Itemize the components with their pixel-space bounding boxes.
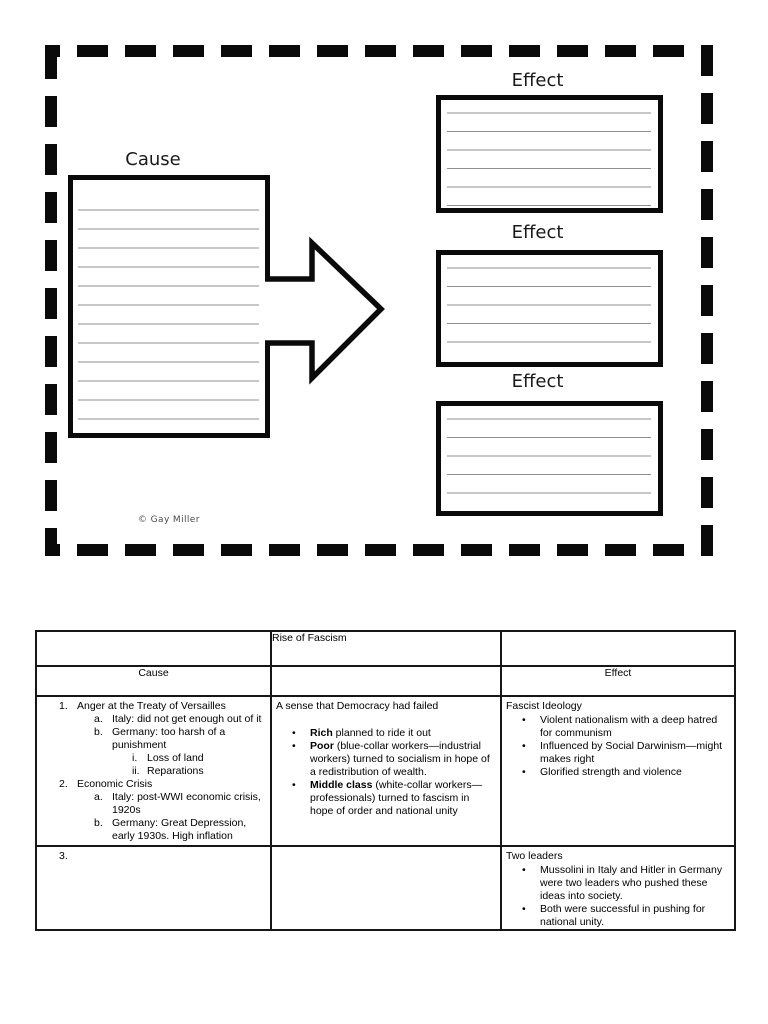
list-item: 1.Anger at the Treaty of Versailles — [59, 700, 226, 712]
bullet-icon — [522, 864, 540, 877]
bullet-icon — [292, 727, 310, 740]
cause-box-label: Cause — [125, 149, 181, 170]
list-item: Mussolini in Italy and Hitler in Germany… — [502, 864, 734, 903]
table-row: 1.Anger at the Treaty of Versailles a.It… — [35, 695, 736, 847]
bullet-icon — [522, 714, 540, 727]
effect-writing-box-3 — [436, 401, 663, 516]
cause-cell: 1.Anger at the Treaty of Versailles a.It… — [35, 695, 272, 847]
list-item: Violent nationalism with a deep hatred f… — [502, 714, 734, 740]
list-item: i.Loss of land — [132, 752, 204, 764]
cell-heading: Two leaders — [506, 850, 563, 862]
effect-writing-box-2 — [436, 250, 663, 367]
effect-box-label-1: Effect — [511, 70, 564, 91]
empty-cell — [35, 630, 272, 667]
bullet-icon — [522, 903, 540, 916]
copyright-watermark: © Gay Miller — [138, 515, 200, 525]
ruled-lines — [447, 100, 651, 206]
list-item: 2.Economic Crisis — [59, 778, 153, 790]
cell-heading: Fascist Ideology — [506, 700, 582, 712]
ruled-lines — [447, 406, 651, 509]
cause-to-effect-arrow-icon — [265, 236, 385, 385]
list-item: a.Italy: did not get enough out of it — [94, 713, 262, 725]
effect-column-header: Effect — [500, 665, 736, 697]
title-row: Rise of Fascism — [35, 630, 736, 667]
table-row: 3. Two leaders Mussolini in Italy and Hi… — [35, 845, 736, 931]
empty-cell — [500, 630, 736, 667]
list-item: Middle class (white-collar workers—profe… — [272, 779, 500, 818]
effect-cell: Fascist Ideology Violent nationalism wit… — [500, 695, 736, 847]
bullet-icon — [522, 766, 540, 779]
ruled-lines — [78, 197, 259, 430]
list-item: b.Germany: too harsh of a punishment — [94, 726, 226, 751]
cause-column-header: Cause — [35, 665, 272, 697]
effect-box-label-3: Effect — [511, 371, 564, 392]
bullet-icon — [522, 740, 540, 753]
list-item: Glorified strength and violence — [502, 766, 734, 779]
rise-of-fascism-table: Rise of Fascism Cause Effect 1.Anger at … — [35, 630, 736, 931]
bullet-icon — [292, 779, 310, 792]
list-item: 3. — [59, 850, 68, 862]
list-item: Influenced by Social Darwinism—might mak… — [502, 740, 734, 766]
effect-cell: Two leaders Mussolini in Italy and Hitle… — [500, 845, 736, 931]
center-cell — [270, 845, 502, 931]
header-row: Cause Effect — [35, 665, 736, 697]
cause-cell: 3. — [35, 845, 272, 931]
empty-cell — [270, 665, 502, 697]
effect-box-label-2: Effect — [511, 222, 564, 243]
list-item: Rich planned to ride it out — [272, 727, 500, 740]
list-item: Both were successful in pushing for nati… — [502, 903, 734, 929]
center-cell: A sense that Democracy had failed Rich p… — [270, 695, 502, 847]
effect-writing-box-1 — [436, 95, 663, 213]
cause-writing-box — [68, 175, 270, 438]
list-item: Poor (blue-collar workers—industrial wor… — [272, 740, 500, 779]
list-item: b.Germany: Great Depression, early 1930s… — [94, 817, 247, 842]
list-item: ii.Reparations — [132, 765, 204, 777]
table-title: Rise of Fascism — [270, 630, 502, 667]
ruled-lines — [447, 255, 651, 360]
bullet-icon — [292, 740, 310, 753]
cell-heading: A sense that Democracy had failed — [276, 700, 439, 712]
list-item: a.Italy: post-WWI economic crisis, 1920s — [94, 791, 261, 816]
